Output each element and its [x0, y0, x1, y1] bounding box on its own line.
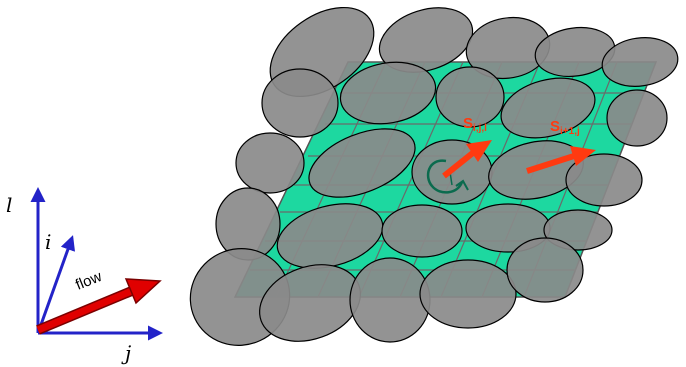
s-label-2-sub: i+1,j: [560, 126, 580, 137]
cell-ellipse: [276, 203, 384, 269]
axis-label-l: l: [6, 193, 12, 217]
flux-arrows: [442, 140, 596, 179]
flux-arrow-s2-shaft: [526, 153, 575, 174]
cell-ellipse: [381, 204, 463, 258]
flux-arrow-s1-shaft: [442, 149, 476, 179]
cell-ellipse: [261, 68, 339, 138]
cell-ellipse: [378, 7, 474, 73]
cell-ellipse: [543, 209, 613, 251]
s-label-1-sub: i,j,l: [473, 123, 487, 134]
s-label-2: Si+1,j: [550, 118, 580, 137]
axis-label-j: j: [121, 341, 131, 365]
cell-ellipse: [419, 259, 517, 329]
s-label-2-base: S: [550, 118, 560, 135]
cell-ellipses: [189, 6, 679, 346]
cell-ellipse: [339, 61, 437, 125]
flux-arrow-s1-head: [466, 140, 492, 162]
cell-ellipse: [349, 257, 431, 343]
axis-label-i: i: [45, 230, 51, 254]
flow-arrow-shaft-fill: [36, 286, 136, 334]
s-label-1-base: S: [463, 115, 473, 132]
axes-system: l i j flow: [6, 187, 163, 365]
cell-ellipse: [235, 132, 305, 194]
cell-ellipse: [500, 77, 596, 139]
axis-i: [36, 235, 76, 334]
cell-ellipse: [565, 153, 643, 207]
cell-ellipse: [506, 237, 584, 303]
cell-ellipse: [308, 128, 416, 198]
flow-arrow-head: [124, 278, 162, 305]
flow-label: flow: [73, 268, 104, 294]
cell-ellipse: [606, 89, 668, 147]
cell-ellipse: [601, 37, 679, 87]
flux-arrow-s2-head: [570, 146, 596, 166]
s-label-1: Si,j,l: [463, 115, 487, 134]
cell-ellipse: [435, 66, 505, 128]
